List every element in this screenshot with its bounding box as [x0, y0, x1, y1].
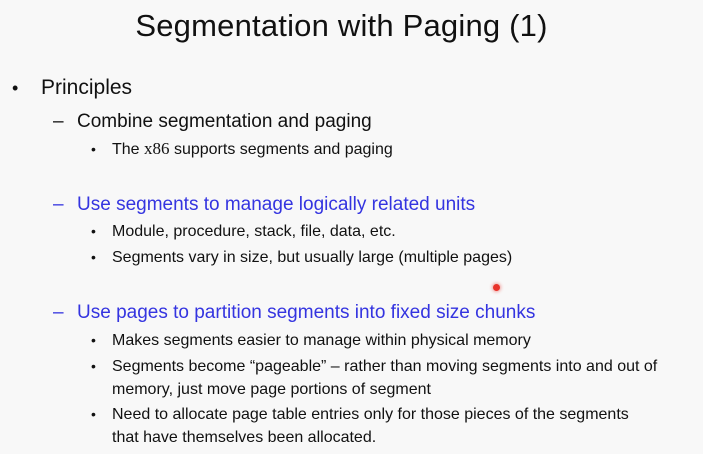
bullet-icon: •	[91, 358, 96, 374]
section-heading-text: Combine segmentation and paging	[77, 111, 372, 132]
list-item-text: Segments vary in size, but usually large…	[112, 249, 513, 266]
list-item-text: Makes segments easier to manage within p…	[112, 332, 531, 349]
list-item: • Need to allocate page table entries on…	[91, 403, 631, 449]
x86-term: x86	[144, 139, 170, 158]
dash-icon: –	[53, 194, 64, 215]
list-item-text: The x86 supports segments and paging	[112, 139, 393, 158]
laser-pointer-dot	[493, 284, 500, 291]
section-heading-text: Use segments to manage logically related…	[77, 194, 476, 215]
bullet-icon: •	[91, 249, 96, 265]
list-item-x86: • The x86 supports segments and paging	[91, 137, 691, 161]
list-item: • Segments vary in size, but usually lar…	[91, 246, 691, 269]
section-heading-segments: – Use segments to manage logically relat…	[53, 194, 475, 216]
list-item-text: Need to allocate page table entries only…	[112, 406, 629, 446]
bullet-icon: •	[12, 78, 19, 98]
section-heading-text: Use pages to partition segments into fix…	[77, 302, 536, 323]
principles-item: • Principles	[12, 76, 132, 100]
dash-icon: –	[53, 302, 64, 323]
section-heading-pages: – Use pages to partition segments into f…	[53, 302, 535, 324]
bullet-icon: •	[91, 223, 96, 239]
list-item-text: Module, procedure, stack, file, data, et…	[112, 223, 396, 240]
principles-label: Principles	[41, 76, 133, 99]
list-item: • Module, procedure, stack, file, data, …	[91, 220, 691, 243]
bullet-icon: •	[91, 406, 96, 422]
bullet-icon: •	[91, 332, 96, 348]
dash-icon: –	[53, 111, 64, 132]
list-item: • Segments become “pageable” – rather th…	[91, 355, 681, 401]
slide-title: Segmentation with Paging (1)	[135, 8, 548, 43]
section-heading-combine: – Combine segmentation and paging	[53, 111, 372, 133]
list-item-text: Segments become “pageable” – rather than…	[112, 358, 658, 398]
list-item: • Makes segments easier to manage within…	[91, 329, 691, 352]
bullet-icon: •	[91, 141, 96, 157]
